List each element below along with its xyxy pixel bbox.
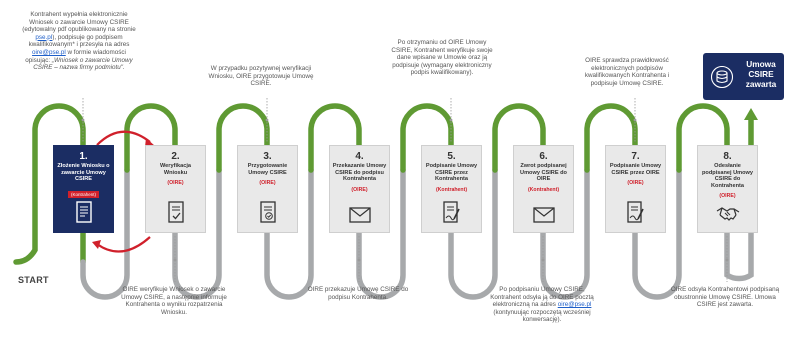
step-title: Podpisanie Umowy CSIRE przez OIRE xyxy=(609,163,662,176)
step-role: (Kontrahent) xyxy=(435,186,468,193)
track-start xyxy=(13,103,86,265)
step-number: 1. xyxy=(79,151,88,162)
envelope-icon xyxy=(348,207,371,223)
track-u6 xyxy=(540,167,590,300)
note-step-6: Po podpisaniu Umowy CSIRE, Kontrahent od… xyxy=(490,286,594,324)
loop-arrow-top xyxy=(96,130,151,146)
step-title: Przekazanie Umowy CSIRE do podpisu Kontr… xyxy=(332,163,387,183)
step-number: 4. xyxy=(355,151,364,162)
loop-arrow-bottom xyxy=(96,236,151,253)
final-contract-badge: Umowa CSIRE zawarta xyxy=(703,53,784,100)
oire-email-link[interactable]: oire@pse.pl xyxy=(557,301,592,309)
note-step-4: OIRE przekazuje Umowę CSIRE do podpisu K… xyxy=(307,286,409,301)
step-title: Złożenie Wniosku o zawarcie Umowy CSIRE xyxy=(57,163,110,183)
final-arrow-head xyxy=(744,108,758,120)
step-7-box: 7. Podpisanie Umowy CSIRE przez OIRE (OI… xyxy=(605,145,666,233)
track-u4 xyxy=(356,167,406,300)
note-step-5: Po otrzymaniu od OIRE Umowy CSIRE, Kontr… xyxy=(391,39,493,77)
step-role: (Kontrahent) xyxy=(67,190,99,198)
note-step-7: OIRE sprawdza prawidłowość elektroniczny… xyxy=(584,57,670,87)
pse-link[interactable]: pse.pl xyxy=(35,33,53,41)
document-sign-icon xyxy=(442,201,460,223)
step-number: 6. xyxy=(539,151,548,162)
step-title: Odesłanie podpisanej Umowy CSIRE do Kont… xyxy=(702,163,753,189)
handshake-icon xyxy=(716,207,739,221)
track-cap7 xyxy=(676,103,730,173)
track-u1 xyxy=(80,167,130,300)
track-cap1 xyxy=(124,103,178,173)
step-number: 8. xyxy=(723,151,732,162)
document-check-icon xyxy=(167,201,184,223)
track-u7 xyxy=(632,167,682,300)
step-role: (OIRE) xyxy=(167,180,184,187)
start-label: START xyxy=(18,275,49,285)
step-role: (OIRE) xyxy=(259,180,276,187)
document-check-icon xyxy=(259,201,276,223)
step-6-box: 6. Zwrot podpisanej Umowy CSIRE do OIRE … xyxy=(513,145,574,233)
final-label: Umowa CSIRE zawarta xyxy=(745,59,777,89)
track-cap5 xyxy=(492,103,546,173)
step-number: 3. xyxy=(263,151,272,162)
step-3-box: 3. Przygotowanie Umowy CSIRE (OIRE) xyxy=(237,145,298,233)
step-4-box: 4. Przekazanie Umowy CSIRE do podpisu Ko… xyxy=(329,145,390,233)
step-title: Podpisanie Umowy CSIRE przez Kontrahenta xyxy=(425,163,478,183)
step-5-box: 5. Podpisanie Umowy CSIRE przez Kontrahe… xyxy=(421,145,482,233)
step-number: 2. xyxy=(171,151,180,162)
note-step-8: OIRE odsyła Kontrahentowi podpisaną obus… xyxy=(670,286,780,309)
step-1-box: 1. Złożenie Wniosku o zawarcie Umowy CSI… xyxy=(53,145,114,233)
step-number: 7. xyxy=(631,151,640,162)
step-role: (OIRE) xyxy=(351,186,368,193)
step-title: Zwrot podpisanej Umowy CSIRE do OIRE xyxy=(520,163,567,183)
step-role: (Kontrahent) xyxy=(527,186,560,193)
database-icon xyxy=(711,66,733,88)
track-u5 xyxy=(448,167,498,300)
track-cap4 xyxy=(400,103,454,173)
step-8-box: 8. Odesłanie podpisanej Umowy CSIRE do K… xyxy=(697,145,758,233)
document-icon xyxy=(75,201,92,223)
track-cap2 xyxy=(216,103,270,173)
track-cap6 xyxy=(584,103,638,173)
step-2-box: 2. Weryfikacja Wniosku (OIRE) xyxy=(145,145,206,233)
note-step-2: OIRE weryfikuje Wniosek o zawarcie Umowy… xyxy=(121,286,227,316)
track-u2 xyxy=(172,167,222,300)
step-role: (OIRE) xyxy=(719,193,736,200)
oire-email-link[interactable]: oire@pse.pl xyxy=(32,48,66,56)
document-sign-icon xyxy=(626,201,644,223)
track-u3 xyxy=(264,167,314,300)
note-step-3: W przypadku pozytywnej weryfikacji Wnios… xyxy=(208,65,314,88)
step-role: (OIRE) xyxy=(627,180,644,187)
track-cap3 xyxy=(308,103,362,173)
envelope-icon xyxy=(532,207,555,223)
step-title: Przygotowanie Umowy CSIRE xyxy=(247,163,288,176)
step-number: 5. xyxy=(447,151,456,162)
step-title: Weryfikacja Wniosku xyxy=(160,163,191,176)
note-step-1: Kontrahent wypełnia elektronicznie Wnios… xyxy=(22,11,136,72)
